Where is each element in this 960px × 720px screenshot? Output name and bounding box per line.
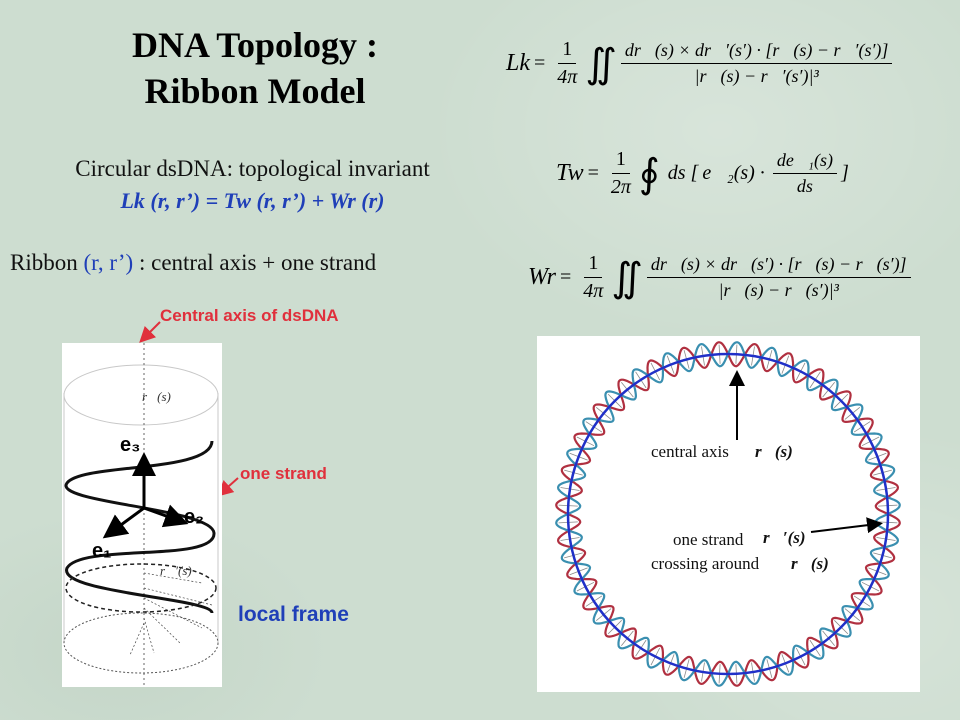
wr-integral: ∬ <box>611 254 643 300</box>
ribbon-suffix: : central axis + one strand <box>133 250 377 275</box>
lk-coef-den: 4π <box>557 66 578 88</box>
tw-coef-den: 2π <box>610 176 631 198</box>
ribbon-definition: Ribbon (r, r’) : central axis + one stra… <box>10 250 500 276</box>
slide-title: DNA Topology : Ribbon Model <box>60 22 450 114</box>
formula-lk: Lk = 1 4π ∬ dr⃗(s) × dr⃗′(s′) · [r⃗(s) −… <box>506 38 896 89</box>
cylinder-bottom <box>63 612 219 674</box>
formula-wr: Wr = 1 4π ∬ dr⃗(s) × dr⃗(s′) · [r⃗(s) − … <box>528 252 915 303</box>
label-one-strand: one strand <box>240 464 327 483</box>
invariant-formula: Lk (r, r’) = Tw (r, r’) + Wr (r) <box>120 188 385 213</box>
formula-tw: Tw = 1 2π ∮ ds [ e⃗₂(s) · de⃗₁(s) ds ] <box>556 148 849 199</box>
wr-coef-num: 1 <box>584 252 603 278</box>
lk-coef-num: 1 <box>558 38 577 64</box>
crossing-symbol: r⃗(s) <box>791 554 829 573</box>
label-local-frame: local frame <box>238 603 349 626</box>
lk-fraction: dr⃗(s) × dr⃗′(s′) · [r⃗(s) − r⃗′(s′)] |r… <box>620 40 893 87</box>
r-prime-s-label: r⃗′(s) <box>160 563 192 578</box>
one-strand-symbol: r⃗′(s) <box>763 528 806 547</box>
wr-fraction: dr⃗(s) × dr⃗(s′) · [r⃗(s) − r⃗(s′)] |r⃗(… <box>646 254 911 301</box>
tw-body-suffix: ] <box>841 162 849 184</box>
dna-strand-red <box>555 341 901 687</box>
tw-derivative: de⃗₁(s) ds <box>772 150 838 197</box>
lk-coefficient: 1 4π <box>553 38 581 89</box>
wr-lhs: Wr <box>528 264 557 290</box>
fan-lines <box>129 572 213 656</box>
circular-dna-diagram: central axis r⃗(s) one strand r⃗′(s) cro… <box>537 336 920 692</box>
lk-lhs: Lk <box>506 50 530 76</box>
e2-label: e₂ <box>184 506 204 528</box>
lk-denominator: |r⃗(s) − r⃗′(s′)|³ <box>694 66 819 86</box>
tw-lhs: Tw <box>556 160 584 186</box>
lk-numerator: dr⃗(s) × dr⃗′(s′) · [r⃗(s) − r⃗′(s′)] <box>620 40 893 64</box>
wr-denominator: |r⃗(s) − r⃗(s′)|³ <box>718 280 839 300</box>
ribbon-pair: (r, r’) <box>83 250 134 275</box>
dna-helix-strands <box>555 341 901 687</box>
tw-integral: ∮ <box>638 150 660 196</box>
helix-strand <box>64 440 216 614</box>
lk-integral: ∬ <box>585 40 617 86</box>
crossing-around-text: crossing around <box>651 554 760 573</box>
e1-label: e₁ <box>92 540 111 562</box>
tw-de-num: de⃗₁(s) <box>772 150 838 174</box>
local-frame-svg: r⃗(s) r⃗′(s) e₃ e₂ e₁ <box>63 343 219 687</box>
e1-vector <box>102 506 145 539</box>
arrow-one-strand <box>810 517 883 534</box>
tw-e2: e⃗₂(s) · <box>702 162 765 184</box>
wr-numerator: dr⃗(s) × dr⃗(s′) · [r⃗(s) − r⃗(s′)] <box>646 254 911 278</box>
local-frame-diagram: r⃗(s) r⃗′(s) e₃ e₂ e₁ <box>62 343 222 687</box>
central-axis-ring <box>566 352 890 676</box>
invariant-text: Circular dsDNA: topological invariant <box>75 156 430 181</box>
wr-coef-den: 4π <box>583 280 604 302</box>
r-s-label: r⃗(s) <box>142 389 171 404</box>
e2-vector <box>143 504 189 528</box>
helix-ring-lower <box>65 563 217 613</box>
cylinder-top <box>63 364 219 426</box>
title-line-1: DNA Topology : <box>131 25 379 65</box>
tw-coefficient: 1 2π <box>607 148 635 199</box>
circular-dna-svg <box>555 341 901 687</box>
e3-label: e₃ <box>120 434 140 456</box>
tw-coef-num: 1 <box>611 148 630 174</box>
tw-body-prefix: ds [ <box>667 162 699 184</box>
wr-coefficient: 1 4π <box>579 252 607 303</box>
tw-de-den: ds <box>796 176 813 196</box>
label-central-axis-of-dsdna: Central axis of dsDNA <box>160 306 339 325</box>
one-strand-text: one strand <box>673 530 744 549</box>
central-axis-text: central axis <box>651 442 729 461</box>
title-line-2: Ribbon Model <box>144 71 366 111</box>
ribbon-prefix: Ribbon <box>10 250 84 275</box>
central-axis-symbol: r⃗(s) <box>755 442 793 461</box>
dna-strand-teal <box>555 341 901 687</box>
